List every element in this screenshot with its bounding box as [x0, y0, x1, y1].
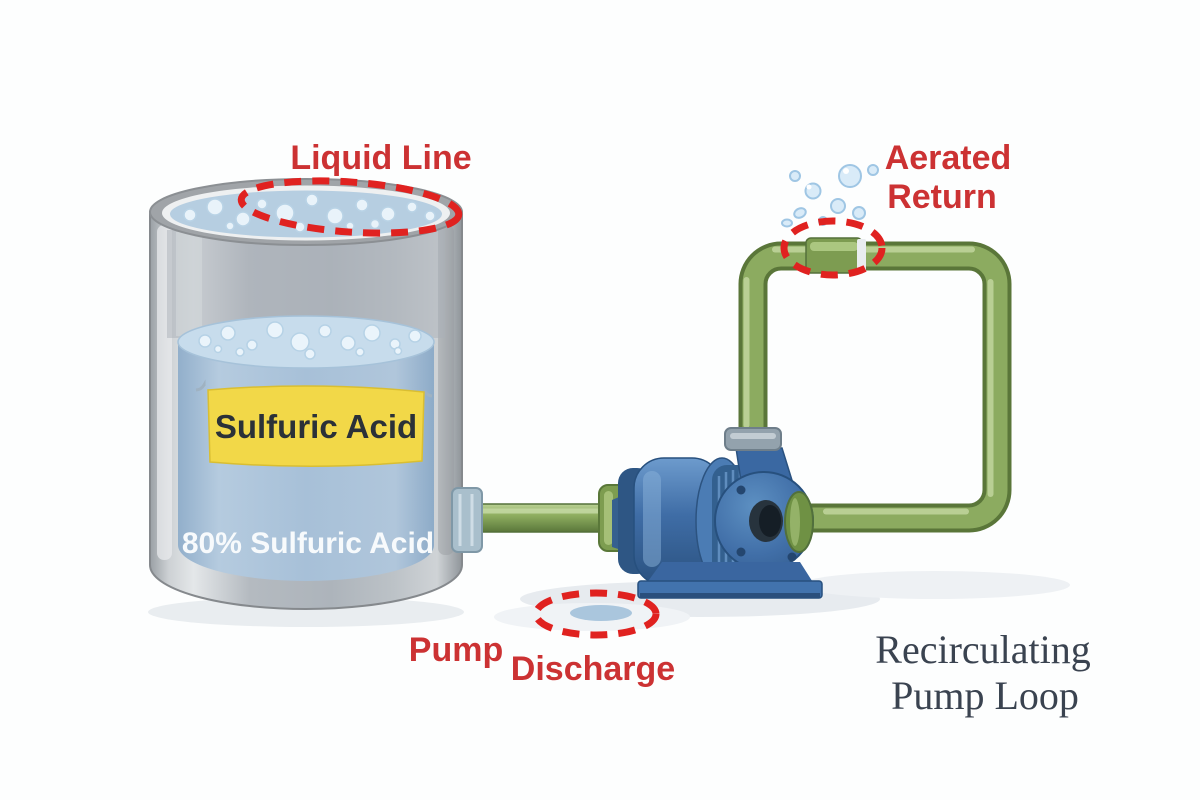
liquid-surface-bubbles [198, 321, 422, 360]
tank-outlet-flange-ridges [458, 494, 474, 546]
liquid-line-callout-ellipse [237, 177, 463, 237]
tank-contents-text: 80% Sulfuric Acid [182, 527, 434, 560]
suction-eye-inner [759, 505, 781, 537]
discharge-pipe-flange-highlight [730, 433, 776, 439]
tank-inner-highlight [176, 232, 202, 336]
caption-line2: Pump Loop [891, 673, 1079, 718]
coupling-gap [857, 239, 866, 272]
pump-base [637, 562, 823, 599]
piping [451, 164, 1012, 553]
aerated-return-label-line1: Aerated [885, 139, 1012, 177]
caption-line1: Recirculating [875, 627, 1090, 672]
tank-shadow [148, 597, 464, 627]
pump-discharge-label-word2: Discharge [511, 650, 675, 688]
casing-bolts [736, 485, 797, 562]
loop-pipe [738, 237, 1012, 533]
callout-ellipses [237, 177, 886, 639]
diagram-caption: Recirculating Pump Loop [875, 627, 1090, 718]
tank-outlet-flange [451, 487, 483, 553]
tank-label: Sulfuric Acid [195, 379, 433, 468]
annotation-labels: Liquid Line Aerated Return Pump Discharg… [290, 139, 1011, 688]
pipe-corner-shadow [800, 571, 1070, 599]
pump-discharge-flange [784, 491, 814, 553]
loop-pipe-body [742, 245, 1008, 529]
label-hook-right [422, 389, 433, 398]
pump-discharge-label-word1: Pump [409, 631, 503, 669]
sulfuric-acid-label-plate [207, 385, 425, 468]
air-bubbles [781, 164, 879, 228]
tank-top [149, 178, 463, 246]
discharge-puddle [570, 605, 632, 621]
motor-highlight [643, 471, 661, 567]
sulfuric-acid-label-text: Sulfuric Acid [215, 408, 417, 445]
acid-tank: Sulfuric Acid 80% Sulfuric Acid [149, 178, 463, 610]
aerated-return-callout-ellipse [780, 217, 886, 279]
pump-discharge-callout-ellipse [532, 589, 660, 639]
aerated-return-label-line2: Return [887, 178, 997, 216]
centrifugal-pump [612, 427, 823, 599]
return-pipe-coupling [805, 237, 866, 274]
label-hook-left [195, 379, 206, 392]
liquid-line-label: Liquid Line [290, 139, 471, 177]
top-surface-bubbles [183, 193, 436, 233]
